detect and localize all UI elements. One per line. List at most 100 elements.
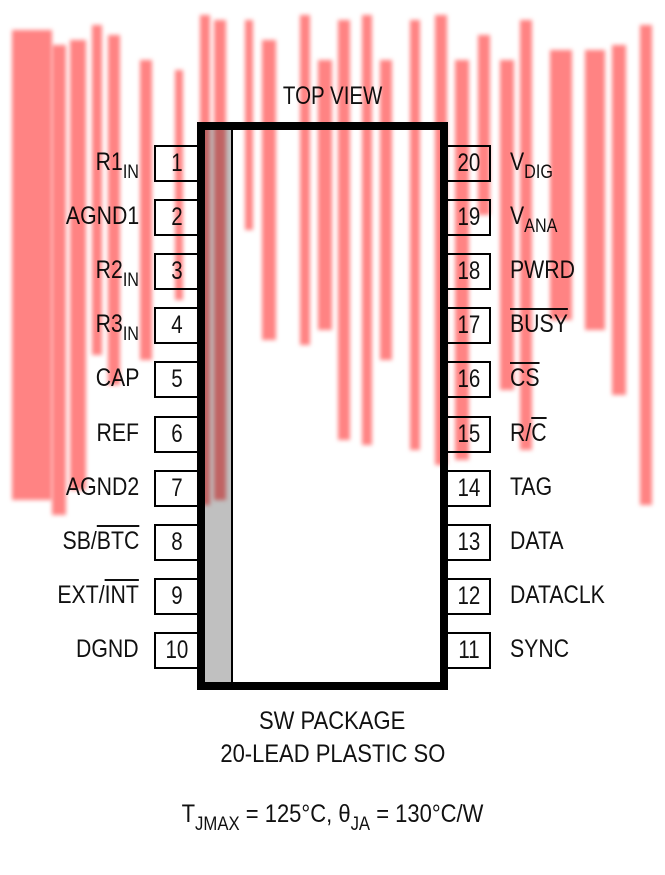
- pin-number: 6: [170, 419, 183, 448]
- top-view-text: TOP VIEW: [282, 82, 383, 110]
- pin-label: CAP: [95, 360, 139, 399]
- pin-number: 4: [170, 311, 183, 340]
- pin-number-box: 17: [448, 307, 491, 345]
- pin-label: PWRD: [510, 252, 575, 291]
- pin-number-box: 11: [448, 631, 491, 669]
- pin-number: 2: [170, 203, 183, 232]
- pin-label: R2IN: [96, 252, 139, 291]
- pin-number: 8: [170, 527, 183, 556]
- pin-label-text: V: [510, 148, 525, 176]
- pin-number: 7: [170, 473, 183, 502]
- pin-number: 17: [457, 311, 480, 340]
- pin-label: BUSY: [510, 306, 568, 345]
- pin-number: 16: [457, 365, 480, 394]
- theta-value: = 130°C/W: [370, 800, 484, 828]
- pin-label: AGND2: [66, 469, 139, 508]
- pin-label: AGND1: [66, 198, 139, 237]
- pin-label-text: TAG: [510, 472, 553, 501]
- pin-label: SYNC: [510, 631, 569, 670]
- pin-label-overline: BUSY: [510, 310, 568, 339]
- pin-number: 18: [457, 257, 480, 286]
- package-line-2: 20-LEAD PLASTIC SO: [220, 740, 445, 768]
- pin-label-overline: INT: [104, 580, 139, 609]
- pin-label: SB/BTC: [62, 523, 139, 562]
- pin-label-text: SB/: [62, 526, 97, 555]
- pin-label-subscript: IN: [122, 162, 139, 183]
- pin-label-text: AGND2: [65, 472, 139, 501]
- pin-number-box: 15: [448, 415, 491, 453]
- pin-number-box: 18: [448, 253, 491, 291]
- pin-number-box: 9: [154, 577, 197, 615]
- pin-number-box: 8: [154, 523, 197, 561]
- pin-label-text: R/: [510, 418, 532, 447]
- pin-label-text: REF: [96, 418, 140, 447]
- pin-number-box: 10: [154, 631, 197, 669]
- pin-number: 15: [457, 419, 480, 448]
- pin-label: R1IN: [96, 144, 139, 183]
- pin-number-box: 4: [154, 307, 197, 345]
- pin-number: 10: [165, 635, 188, 664]
- pin-number: 3: [170, 257, 183, 286]
- pin-label: TAG: [510, 469, 552, 508]
- pin-label: VDIG: [510, 144, 553, 183]
- pin-label-text: PWRD: [510, 256, 575, 285]
- thermal-spec: TJMAX = 125°C, θJA = 130°C/W: [0, 800, 665, 835]
- pin-number: 14: [457, 473, 480, 502]
- pin-number-box: 1: [154, 145, 197, 182]
- pin-number-box: 3: [154, 253, 197, 291]
- pin-label: DATACLK: [510, 577, 605, 616]
- pin-label: REF: [97, 415, 140, 454]
- tj-value: = 125°C,: [239, 800, 339, 828]
- pin-number: 19: [457, 203, 480, 232]
- pin-number-box: 16: [448, 361, 491, 399]
- pin-label-text: R2: [95, 256, 123, 285]
- pin-label: EXT/INT: [58, 577, 139, 616]
- pin-label-text: DGND: [76, 634, 139, 663]
- pin-label-text: SYNC: [510, 634, 570, 663]
- tj-sub: JMAX: [195, 814, 240, 835]
- pin-number: 9: [170, 581, 183, 610]
- pin-label-text: AGND1: [65, 202, 139, 231]
- pin-label: R3IN: [96, 306, 139, 345]
- pin-label: DGND: [76, 631, 139, 670]
- chip-body: [197, 122, 448, 690]
- pin-label-text: R3: [95, 310, 123, 339]
- pin-number-box: 19: [448, 199, 491, 237]
- pin-number-box: 6: [154, 415, 197, 453]
- pin-label-subscript: IN: [122, 270, 139, 292]
- pin-number: 20: [457, 149, 480, 177]
- theta-symbol: θ: [338, 800, 351, 828]
- pin-number: 11: [457, 635, 480, 664]
- package-line-1: SW PACKAGE: [259, 707, 406, 735]
- pin-number-box: 20: [448, 145, 491, 182]
- pin-label-text: V: [510, 202, 525, 231]
- pin-label-subscript: IN: [122, 324, 139, 346]
- pin-label: DATA: [510, 523, 564, 562]
- pin-label-text: EXT/: [57, 580, 105, 609]
- pin-number-box: 5: [154, 361, 197, 399]
- pin-number: 13: [457, 527, 480, 556]
- pin1-indicator-band: [205, 130, 233, 682]
- pin-label-text: CAP: [95, 364, 139, 393]
- pin-number: 1: [170, 149, 183, 177]
- package-caption: SW PACKAGE 20-LEAD PLASTIC SO: [0, 705, 665, 771]
- pin-label-overline: BTC: [96, 526, 140, 555]
- tj-symbol: T: [181, 800, 196, 828]
- pin-number-box: 12: [448, 577, 491, 615]
- pin-number-box: 14: [448, 469, 491, 507]
- pin-label: CS: [510, 360, 540, 399]
- watermark-stroke: [478, 35, 490, 215]
- top-view-title: TOP VIEW: [0, 82, 665, 111]
- watermark-stroke: [52, 45, 66, 515]
- pin-label-subscript: ANA: [524, 216, 558, 238]
- pin-label-text: DATACLK: [510, 580, 605, 609]
- theta-sub: JA: [350, 814, 371, 835]
- pin-label-subscript: DIG: [524, 162, 553, 183]
- pin-label: R/C: [510, 415, 547, 454]
- pin-number: 12: [457, 581, 480, 610]
- pin-label-overline: C: [531, 418, 547, 447]
- pin-label-text: R1: [95, 148, 123, 176]
- pin-number: 5: [170, 365, 183, 394]
- pin-number-box: 2: [154, 199, 197, 237]
- pin-label-overline: CS: [510, 364, 540, 393]
